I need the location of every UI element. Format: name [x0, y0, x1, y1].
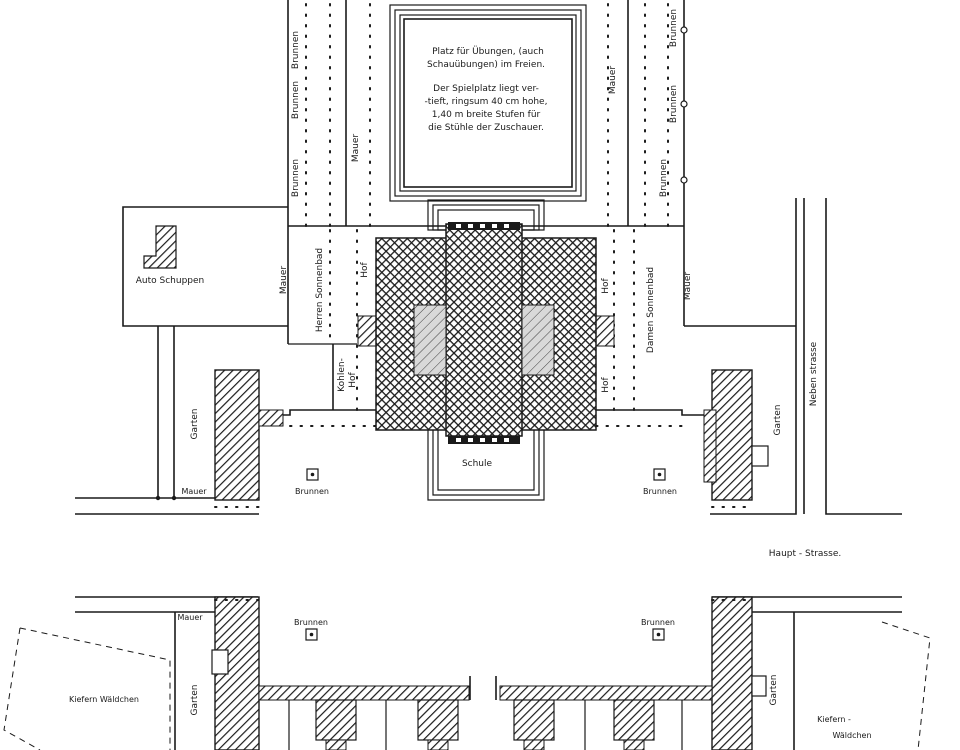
- note-line-1: Platz für Übungen, (auch: [432, 46, 544, 57]
- right-colonnade: Brunnen Brunnen Brunnen Mauer: [607, 0, 688, 227]
- hof-label: Hof: [601, 277, 611, 293]
- note-line-4: -tieft, ringsum 40 cm hohe,: [425, 97, 548, 107]
- auto-schuppen-label: Auto Schuppen: [136, 276, 205, 286]
- note-line-5: 1,40 m breite Stufen für: [432, 110, 541, 120]
- brunnen-label: Brunnen: [294, 618, 328, 627]
- brunnen-well-left: Brunnen: [295, 468, 329, 496]
- note-line-2: Schauübungen) im Freien.: [427, 60, 545, 70]
- garten-label: Garten: [769, 675, 779, 706]
- hof-label: Hof: [360, 261, 370, 277]
- lower-brunnen-left: Brunnen: [294, 618, 328, 641]
- kiefern-waeldchen-label: Kiefern Wäldchen: [69, 695, 139, 704]
- schule-label: Schule: [462, 459, 493, 469]
- exercise-field: [389, 4, 587, 202]
- kohlen-hof-label: Kohlen-: [337, 358, 347, 392]
- brunnen-label: Brunnen: [669, 85, 679, 123]
- mauer-label: Mauer: [608, 66, 618, 95]
- kiefern-waeldchen-right: Kiefern - Wäldchen: [817, 621, 931, 750]
- auto-schuppen-area: Auto Schuppen: [122, 206, 288, 327]
- brunnen-label: Brunnen: [643, 487, 677, 496]
- neben-strasse-label: Neben strasse: [809, 341, 819, 406]
- exercise-field-note: Platz für Übungen, (auch Schauübungen) i…: [425, 46, 548, 133]
- kohlen-hof-label-2: Hof: [348, 371, 358, 387]
- lower-right-wing: Garten: [711, 596, 795, 750]
- right-wing: Garten Neben strasse: [703, 198, 902, 515]
- lower-street-edge: Mauer: [75, 596, 902, 622]
- left-colonnade: Brunnen Brunnen Brunnen Mauer: [287, 0, 371, 227]
- brunnen-label: Brunnen: [291, 81, 301, 119]
- damen-sonnenbad-label: Damen Sonnenbad: [646, 267, 656, 353]
- kiefern-label: Kiefern -: [817, 715, 851, 724]
- brunnen-label: Brunnen: [295, 487, 329, 496]
- mauer-label: Mauer: [279, 266, 289, 295]
- garten-label: Garten: [190, 409, 200, 440]
- lower-left-pavilions: [258, 676, 471, 750]
- brunnen-label: Brunnen: [659, 159, 669, 197]
- mauer-label: Mauer: [351, 134, 361, 163]
- brunnen-label: Brunnen: [291, 159, 301, 197]
- school-building: [357, 222, 615, 444]
- south-steps: Schule: [427, 430, 545, 501]
- mauer-label: Mauer: [683, 272, 693, 301]
- hof-label: Hof: [601, 376, 611, 392]
- mauer-label: Mauer: [181, 487, 207, 496]
- note-line-6: die Stühle der Zuschauer.: [428, 123, 544, 133]
- left-wing: [75, 369, 284, 515]
- haupt-strasse-label: Haupt - Strasse.: [769, 549, 841, 559]
- lower-right-pavilions: [495, 676, 713, 750]
- herren-sonnenbad-label: Herren Sonnenbad: [315, 248, 325, 332]
- brunnen-label: Brunnen: [641, 618, 675, 627]
- garten-label: Garten: [773, 405, 783, 436]
- lower-brunnen-right: Brunnen: [641, 618, 675, 641]
- waeldchen-label: Wäldchen: [832, 731, 871, 740]
- note-line-3: Der Spielplatz liegt ver-: [433, 84, 539, 94]
- garten-label: Garten: [190, 685, 200, 716]
- herren-sonnenbad-area: Mauer Herren Sonnenbad Hof Kohlen- Hof: [279, 226, 370, 411]
- mauer-label: Mauer: [177, 613, 203, 622]
- lower-left-wing: Garten: [174, 596, 260, 750]
- damen-sonnenbad-area: Hof Hof Damen Sonnenbad Mauer: [601, 226, 796, 411]
- kiefern-waeldchen-left: Kiefern Wäldchen: [3, 627, 171, 750]
- left-garden: Garten Mauer: [157, 326, 207, 498]
- brunnen-label: Brunnen: [669, 9, 679, 47]
- brunnen-label: Brunnen: [291, 31, 301, 69]
- brunnen-well-right: Brunnen: [643, 468, 677, 496]
